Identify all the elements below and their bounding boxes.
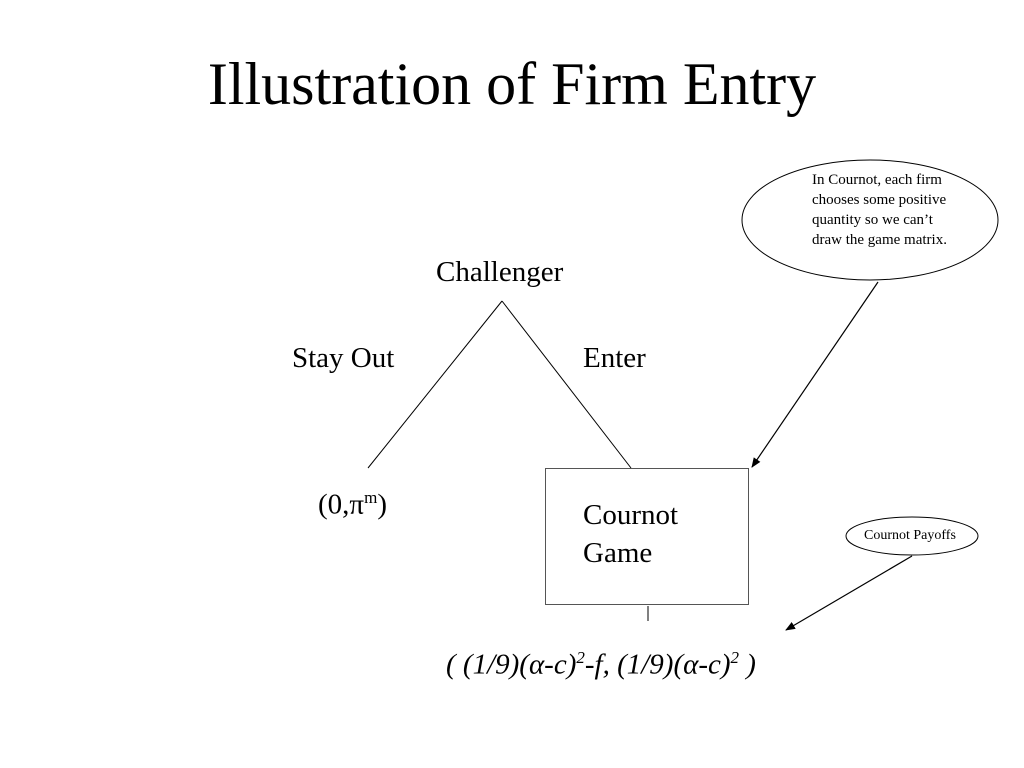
cournot-game-label-line2: Game: [583, 537, 653, 569]
payoff-part5: ): [739, 648, 756, 681]
payoff-part2: -c): [544, 648, 577, 681]
monopoly-superscript: m: [364, 488, 378, 507]
stay-out-payoff-prefix: (0,: [318, 488, 350, 521]
alpha-symbol-1: α: [528, 648, 545, 681]
payoff-exponent-2: 2: [730, 648, 740, 667]
cournot-matrix-note: In Cournot, each firm chooses some posit…: [812, 172, 947, 248]
note-bottom-arrow: [785, 555, 913, 631]
payoff-part1: ( (1/9)(: [446, 648, 529, 681]
note-top-ellipse: [741, 159, 999, 281]
note-top-arrow: [751, 281, 879, 468]
slide-title: Illustration of Firm Entry: [207, 51, 817, 117]
cournot-payoff-expression: ( (1/9)(α-c)2-f, (1/9)(α-c)2 ): [446, 648, 756, 682]
cournot-game-label-line1: Cournot: [583, 499, 679, 531]
branch-stay-out-line: [367, 300, 503, 469]
payoff-exponent-1: 2: [576, 648, 585, 667]
payoff-part3: -f, (1/9)(: [584, 648, 684, 681]
branch-enter-line: [501, 300, 632, 469]
cournot-payoffs-note: Cournot Payoffs: [864, 528, 956, 543]
payoff-part4: -c): [698, 648, 731, 681]
challenger-label: Challenger: [436, 256, 564, 288]
pi-symbol: π: [349, 488, 365, 521]
note-bottom-ellipse: [845, 516, 979, 556]
cournot-game-box: [545, 468, 749, 605]
enter-label: Enter: [583, 342, 646, 374]
stay-out-label: Stay Out: [292, 342, 395, 374]
stay-out-payoff-suffix: ): [377, 488, 387, 521]
alpha-symbol-2: α: [683, 648, 699, 681]
stay-out-payoff: (0,πm): [318, 488, 387, 522]
